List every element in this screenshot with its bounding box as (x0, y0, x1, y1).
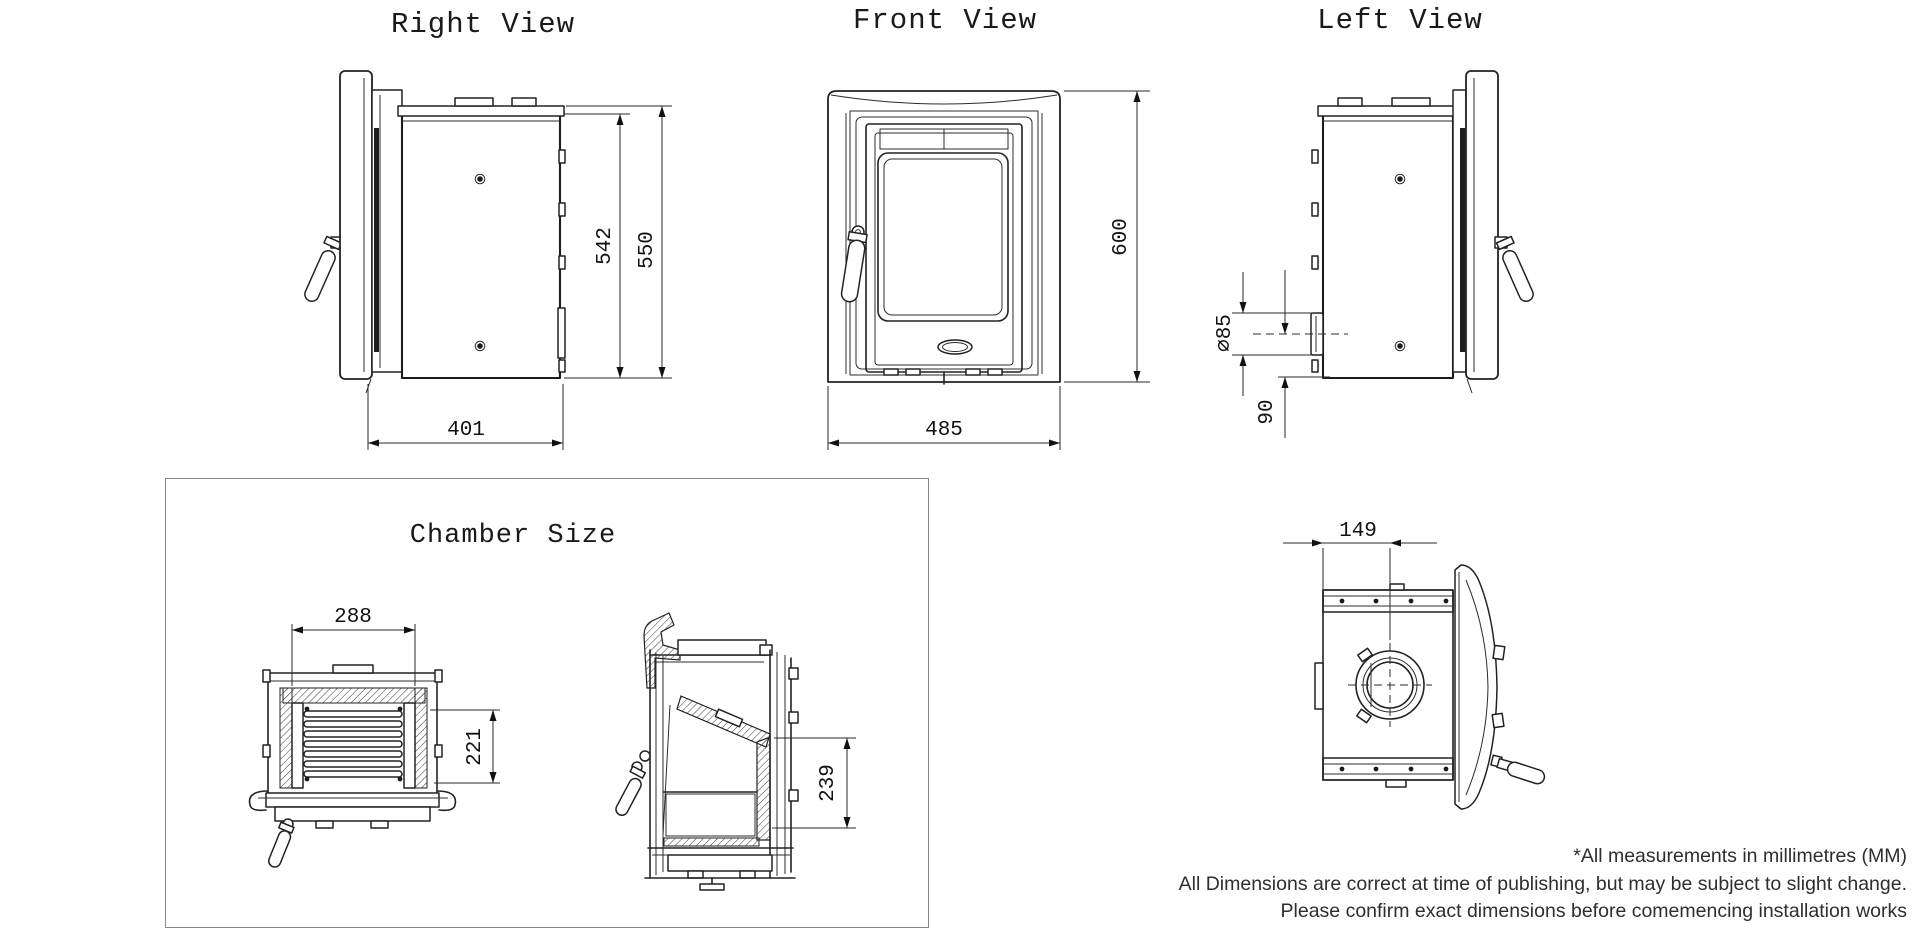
dimension-flue-centre-offset: 149 (1283, 520, 1437, 640)
dimension-overall-width: 485 (827, 386, 1061, 450)
side-screws (1394, 173, 1406, 352)
notes-block: *All measurements in millimetres (MM) Al… (1047, 843, 1907, 926)
firebrick-right (414, 687, 428, 789)
dimension-body-height: 542 (564, 113, 672, 379)
dim-288-label: 288 (334, 606, 372, 629)
door-handle (1494, 235, 1534, 303)
fascia-profile (1454, 564, 1506, 810)
front-view-drawing: 600 485 (827, 90, 1150, 450)
baffle-plate (676, 695, 771, 748)
dim-149-label: 149 (1339, 520, 1377, 543)
front-view-title: Front View (852, 4, 1038, 37)
chamber-front-drawing (248, 664, 457, 868)
right-view-stove (304, 70, 566, 394)
dim-550-label: 550 (636, 231, 659, 269)
door-gap-shadow (1460, 128, 1465, 352)
flange-screws-bottom (1339, 766, 1449, 772)
chamber-side-drawing (615, 612, 799, 891)
dim-flue-diameter-label: ∅85 (1214, 314, 1237, 352)
rear-brackets (1311, 149, 1319, 373)
dim-485-label: 485 (925, 419, 963, 442)
rear-brick (756, 736, 771, 841)
side-screws (474, 173, 486, 352)
top-view-stove (1314, 564, 1546, 810)
flue-collar (1348, 643, 1432, 727)
note-disclaimer: All Dimensions are correct at time of pu… (1178, 872, 1907, 895)
bottom-vents (883, 368, 1003, 385)
dimension-overall-height: 550 (566, 105, 672, 378)
left-view-stove (1253, 70, 1534, 394)
flue-socket (1253, 312, 1348, 356)
dimension-depth: 401 (367, 384, 564, 450)
front-trim-section (643, 612, 681, 689)
note-confirm: Please confirm exact dimensions before c… (1280, 900, 1907, 922)
dim-401-label: 401 (447, 419, 485, 442)
front-view-stove (827, 90, 1061, 385)
dimension-overall-height-front: 600 (1064, 90, 1150, 383)
firebrick-left (279, 687, 293, 789)
chamber-size-title: Chamber Size (409, 521, 617, 551)
right-view-drawing: 542 550 401 (304, 70, 672, 450)
door-gap-shadow (374, 128, 379, 352)
dim-90-label: 90 (1256, 399, 1279, 424)
top-view-drawing: 149 (1283, 520, 1546, 810)
dimension-chamber-width: 288 (291, 606, 416, 686)
dimension-chamber-rear-height: 239 (772, 737, 856, 829)
dimension-chamber-height: 221 (430, 709, 500, 784)
left-view-title: Left View (1317, 4, 1483, 37)
dimension-flue-diameter: ∅85 (1214, 272, 1316, 396)
door-handle (304, 235, 344, 303)
riddling-handle (268, 818, 295, 868)
floor-brick (663, 837, 760, 847)
door-glass (877, 152, 1009, 322)
note-units: *All measurements in millimetres (MM) (1573, 845, 1907, 867)
flange-screws-top (1339, 598, 1449, 604)
door-handle (615, 750, 651, 816)
dim-600-label: 600 (1110, 218, 1133, 256)
dim-221-label: 221 (464, 728, 487, 766)
door-handle (1490, 754, 1546, 785)
rear-brackets (557, 149, 566, 373)
chamber-front-section: 288 221 (248, 606, 500, 868)
firebrick-lintel (282, 687, 426, 704)
left-view-drawing: ∅85 90 (1214, 70, 1534, 438)
chamber-side-section: 239 (615, 612, 856, 891)
door-handle (840, 225, 868, 303)
right-view-title: Right View (390, 8, 576, 41)
dimension-flue-centre-height: 90 (1256, 270, 1330, 438)
brand-badge (937, 339, 973, 355)
dim-542-label: 542 (594, 227, 617, 265)
grate-bars (303, 706, 403, 782)
dim-239-label: 239 (817, 764, 840, 802)
top-vent (879, 128, 1009, 150)
